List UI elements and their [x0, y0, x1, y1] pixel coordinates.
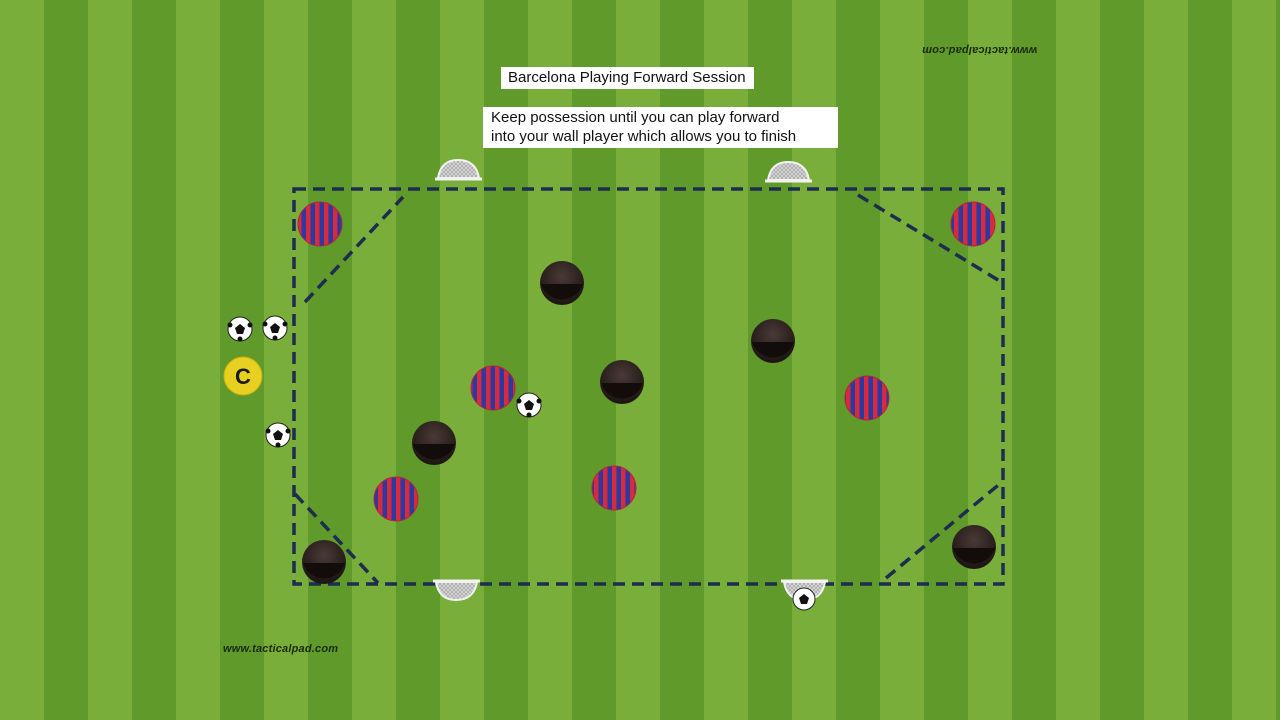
- soccer-ball-icon: [265, 422, 291, 448]
- striped-player-icon: [297, 201, 343, 247]
- dark-player-icon: [540, 261, 584, 305]
- dark-player-icon: [412, 421, 456, 465]
- description-line-1: Keep possession until you can play forwa…: [491, 109, 780, 126]
- striped-player-icon: [470, 365, 516, 411]
- session-description: Keep possession until you can play forwa…: [483, 107, 838, 148]
- soccer-ball-icon: [262, 315, 288, 341]
- dark-player-icon: [600, 360, 644, 404]
- soccer-ball-icon: [792, 587, 816, 611]
- dark-player-icon: [751, 319, 795, 363]
- session-title: Barcelona Playing Forward Session: [501, 67, 754, 89]
- striped-player-icon: [373, 476, 419, 522]
- dark-players: [302, 261, 996, 584]
- soccer-ball-icon: [227, 316, 253, 342]
- mini-goal-icon: [435, 158, 482, 181]
- striped-player-icon: [844, 375, 890, 421]
- striped-player-icon: [591, 465, 637, 511]
- mini-goal-icon: [765, 160, 812, 183]
- session-title-text: Barcelona Playing Forward Session: [508, 69, 746, 86]
- description-line-2: into your wall player which allows you t…: [491, 128, 797, 145]
- boundary-lines: [292, 187, 1005, 586]
- dark-player-icon: [302, 540, 346, 584]
- dark-player-icon: [952, 525, 996, 569]
- striped-players: [297, 201, 996, 522]
- soccer-balls: [227, 315, 816, 611]
- coach-label: C: [235, 364, 251, 389]
- watermark-top: www.tacticalpad.com: [922, 44, 1038, 56]
- mini-goal-icon: [433, 579, 480, 602]
- coach-icon: C: [223, 356, 263, 396]
- soccer-ball-icon: [516, 392, 542, 418]
- striped-player-icon: [950, 201, 996, 247]
- watermark-bottom: www.tacticalpad.com: [223, 643, 339, 655]
